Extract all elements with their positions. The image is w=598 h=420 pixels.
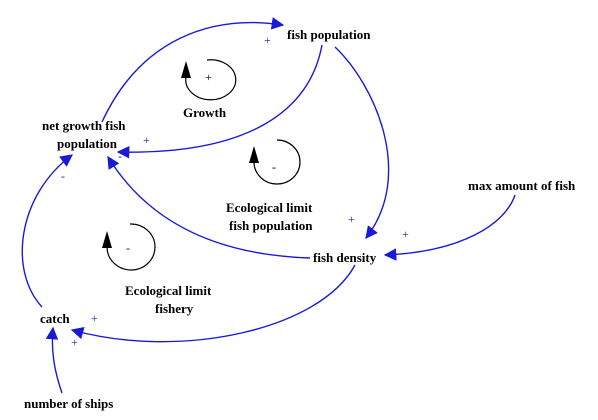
polarity-mark: + [91,311,98,325]
link-fishpopulation-to-netgrowth [116,44,323,159]
link-fishdensity-to-netgrowth [107,155,311,259]
polarity-mark: + [143,133,150,147]
loop-growth: + Growth [181,59,237,120]
variable-fish-density: fish density [313,250,377,265]
link-maxamount-to-fishdensity [383,194,516,261]
polarity-mark: - [118,149,122,163]
link-ships-to-catch [45,326,63,394]
loop-ecological-fishery-arrowhead-icon [102,231,112,248]
polarity-mark: + [264,33,271,47]
loop-ecological-fishery-label-line2: fishery [155,301,194,316]
variable-net-growth-line2: population [57,136,118,151]
loop-ecological-fishery-label-line1: Ecological limit [125,283,212,298]
loop-ecological-fishery-polarity: - [126,241,130,255]
loop-growth-label: Growth [183,105,227,120]
variable-number-of-ships: number of ships [24,396,113,411]
link-fishdensity-to-catch [70,264,356,343]
polarity-mark: + [71,335,78,349]
loop-ecological-fish: - Ecological limit fish population [226,139,313,233]
loop-ecological-fish-label-line2: fish population [229,218,313,233]
loop-growth-arrowhead-icon [181,61,191,78]
loop-growth-polarity: + [205,70,212,84]
polarity-mark: + [348,212,355,226]
variable-fish-population: fish population [287,27,371,42]
link-netgrowth-to-fishpopulation [101,17,285,123]
loop-ecological-fish-arc-icon [253,139,301,185]
link-fishpopulation-to-fishdensity [334,46,390,239]
loop-ecological-fish-polarity: - [272,160,276,174]
variable-max-amount-of-fish: max amount of fish [468,178,576,193]
loop-ecological-fishery-arc-icon [106,223,156,271]
link-catch-to-netgrowth [21,154,74,308]
variable-catch: catch [40,311,70,326]
loop-ecological-fish-label-line1: Ecological limit [226,200,313,215]
loop-ecological-fish-arrowhead-icon [249,146,259,163]
polarity-mark: + [402,227,409,241]
variable-net-growth-line1: net growth fish [42,118,126,133]
loop-ecological-fishery: - Ecological limit fishery [102,223,212,316]
loop-growth-arc-icon [185,59,237,101]
polarity-mark: - [61,169,65,183]
